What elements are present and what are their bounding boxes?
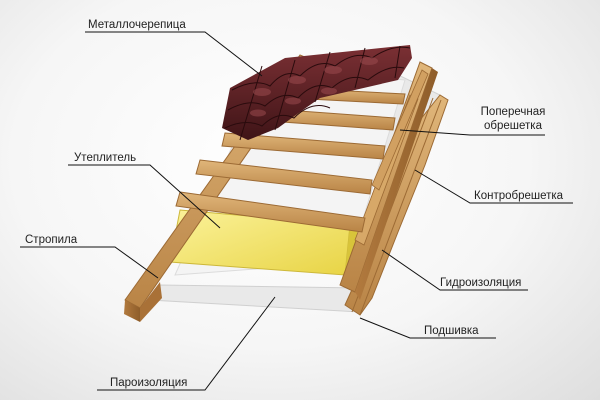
- leader-waterproofing: [381, 249, 528, 291]
- label-cross-battens-line1: Поперечная: [480, 106, 546, 118]
- label-soffit: Подшивка: [424, 325, 479, 337]
- rafter-left-side: [124, 300, 140, 322]
- leader-metal-tile: [85, 31, 263, 77]
- tile-ridges: [224, 45, 411, 141]
- soffit-seam: [359, 99, 442, 316]
- label-metal-tile: Металлочерепица: [88, 19, 186, 31]
- leader-cross-battens: [399, 129, 545, 136]
- label-cross-battens-line2: обрешетка: [484, 120, 542, 132]
- metal-tile-sheet: [222, 45, 412, 141]
- tile-highlights: [250, 57, 378, 117]
- cross-batten-2: [195, 159, 373, 195]
- leader-vapor-barrier: [97, 296, 276, 391]
- leader-rafters: [20, 246, 159, 279]
- label-cross-battens: Поперечная обрешетка: [474, 105, 552, 133]
- label-waterproofing: Гидроизоляция: [440, 277, 522, 289]
- label-vapor-barrier: Пароизоляция: [110, 377, 188, 389]
- rafter-left-end: [140, 282, 162, 322]
- rafter-right-side: [355, 68, 438, 300]
- cross-batten-1: [175, 191, 366, 233]
- leader-insulation: [68, 164, 221, 229]
- leader-lines: [20, 31, 573, 391]
- label-insulation: Утеплитель: [74, 152, 137, 164]
- metal-tile-base: [222, 45, 412, 140]
- leader-soffit: [359, 317, 496, 339]
- leader-counter-battens: [414, 169, 573, 204]
- cross-batten-3: [221, 132, 386, 160]
- label-counter-battens: Контробрешетка: [474, 190, 564, 202]
- label-rafters: Стропила: [25, 234, 78, 246]
